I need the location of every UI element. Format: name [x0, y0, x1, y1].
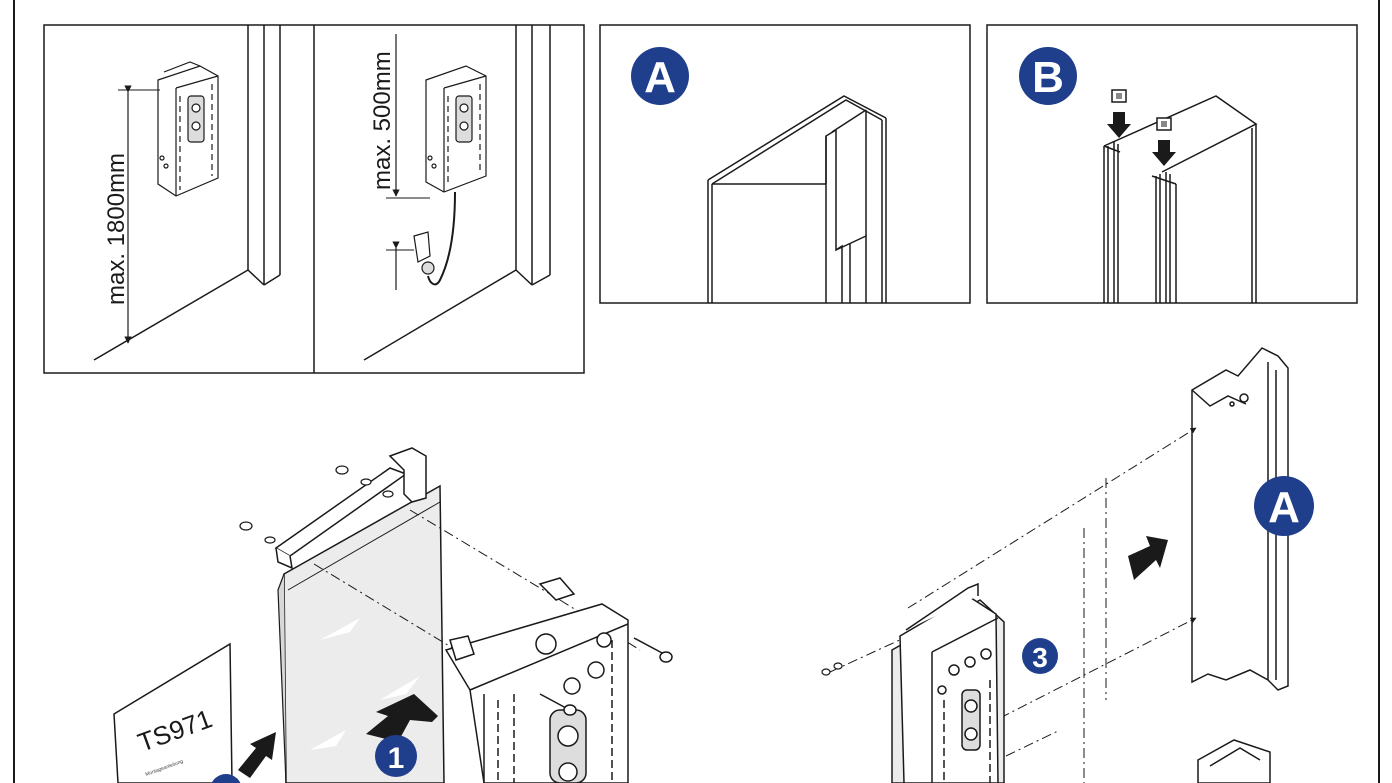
clip-insert-left	[1107, 89, 1131, 138]
max-height-500-label: max. 500mm	[369, 51, 396, 190]
insert-arrow-left	[238, 732, 276, 778]
screw-center	[539, 693, 577, 716]
control-box-left	[157, 61, 219, 197]
screw-step-3	[821, 662, 843, 676]
insert-arrow-main	[366, 694, 438, 742]
screw-right	[633, 637, 673, 663]
max-height-1800-label: max. 1800mm	[103, 153, 130, 305]
assembly-step-1: TS971 Montageanleitung	[113, 447, 673, 783]
push-arrow-step-3	[1128, 536, 1168, 580]
profile-column-lower	[1197, 739, 1271, 783]
dimension-line-1800	[118, 85, 160, 344]
svg-text:A: A	[1268, 483, 1300, 532]
profile-b-drawing	[1103, 95, 1258, 303]
badge-step-3: 3	[1022, 638, 1058, 674]
mounting-bracket	[274, 447, 427, 570]
badge-step-1: 1	[375, 735, 417, 777]
badge-b: B	[1019, 47, 1077, 105]
mounting-height-panels: max. 1800mm	[43, 24, 585, 374]
svg-text:B: B	[1032, 53, 1064, 102]
control-box-middle	[413, 65, 487, 286]
instruction-sheet: TS971 Montageanleitung	[113, 642, 233, 783]
badge-profile-a: A	[1254, 476, 1314, 536]
nut-washer-lower	[239, 521, 276, 544]
nut-washer-upper	[335, 465, 394, 498]
clip-insert-right	[1152, 117, 1176, 166]
badge-2-partial	[211, 774, 241, 783]
svg-text:1: 1	[388, 742, 405, 775]
guide-lines-step-3	[829, 427, 1197, 783]
svg-text:3: 3	[1032, 642, 1048, 673]
control-box-step-1	[444, 577, 629, 783]
profile-a-panel: A	[599, 24, 971, 304]
control-box-step-3	[891, 582, 1005, 783]
dimension-line-500	[386, 34, 430, 290]
assembly-step-3: A	[821, 347, 1314, 783]
profile-a-drawing	[707, 95, 887, 303]
profile-b-panel: B	[986, 24, 1358, 304]
svg-text:A: A	[644, 53, 676, 102]
badge-a: A	[631, 47, 689, 105]
wall-corner-right	[363, 25, 551, 361]
wall-corner-left	[93, 25, 281, 361]
